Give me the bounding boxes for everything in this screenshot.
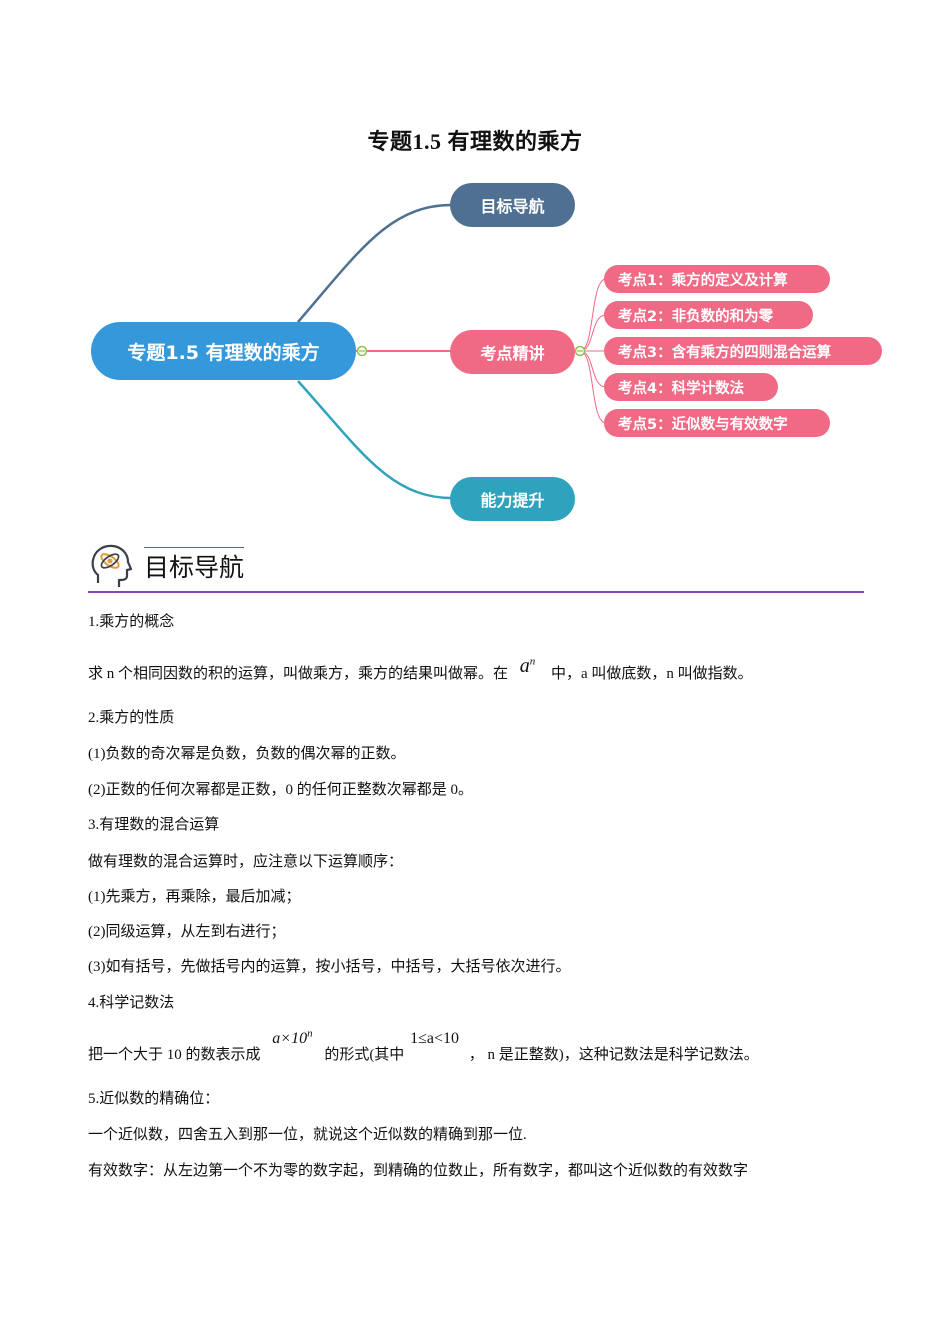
mind-map: 专题1.5 有理数的乘方 目标导航 考点精讲 能力提升 考点1：乘方的定义及计算… (0, 0, 950, 540)
paragraph-3-0: 做有理数的混合运算时，应注意以下运算顺序： (88, 854, 404, 870)
paragraph-4: 把一个大于 10 的数表示成 a×10n 的形式(其中 1≤a<10 ， n 是… (88, 1027, 759, 1063)
mind-map-connectors (297, 203, 607, 500)
paragraph-5-2: 有效数字：从左边第一个不为零的数字起，到精确的位数止，所有数字，都叫这个近似数的… (88, 1163, 749, 1179)
formula-range: 1≤a<10 (410, 1030, 459, 1047)
head-brain-icon (91, 544, 132, 587)
paragraph-5-1: 一个近似数，四舍五入到那一位，就说这个近似数的精确到那一位. (88, 1127, 527, 1143)
paragraph-3-3: (3)如有括号，先做括号内的运算，按小括号，中括号，大括号依次进行。 (88, 959, 571, 975)
heading-2: 2.乘方的性质 (88, 710, 175, 726)
section-header: 目标导航 (88, 541, 864, 593)
mindmap-leaf-point-2: 考点2：非负数的和为零 (604, 301, 813, 329)
heading-top-rule (144, 547, 244, 548)
paragraph-3-2: (2)同级运算，从左到右进行； (88, 924, 286, 940)
heading-5: 5.近似数的精确位： (88, 1091, 220, 1107)
mindmap-node-key-points: 考点精讲 (450, 330, 575, 374)
mindmap-root-node: 专题1.5 有理数的乘方 (91, 322, 356, 380)
mindmap-leaf-point-5: 考点5：近似数与有效数字 (604, 409, 830, 437)
heading-4: 4.科学记数法 (88, 995, 175, 1011)
paragraph-3-1: (1)先乘方，再乘除，最后加减； (88, 889, 301, 905)
heading-1: 1.乘方的概念 (88, 614, 175, 630)
document-title: 专题1.5 有理数的乘方 (367, 129, 583, 154)
paragraph-2-1: (1)负数的奇次幂是负数，负数的偶次幂的正数。 (88, 746, 406, 762)
mindmap-node-target-navigation: 目标导航 (450, 183, 575, 227)
mindmap-node-ability-improvement: 能力提升 (450, 477, 575, 521)
heading-3: 3.有理数的混合运算 (88, 817, 220, 833)
heading-underline (88, 591, 864, 593)
formula-a-n: an (519, 655, 536, 677)
mindmap-leaf-point-3: 考点3：含有乘方的四则混合运算 (604, 337, 882, 365)
paragraph-1: 求 n 个相同因数的积的运算，叫做乘方，乘方的结果叫做幂。在 an 中，a 叫做… (88, 655, 753, 682)
mindmap-leaf-point-4: 考点4：科学计数法 (604, 373, 778, 401)
mindmap-leaf-point-1: 考点1：乘方的定义及计算 (604, 265, 830, 293)
section-heading: 目标导航 (144, 553, 245, 582)
formula-scientific-notation: a×10n (272, 1027, 313, 1047)
paragraph-2-2: (2)正数的任何次幂都是正数，0 的任何正整数次幂都是 0。 (88, 782, 473, 798)
